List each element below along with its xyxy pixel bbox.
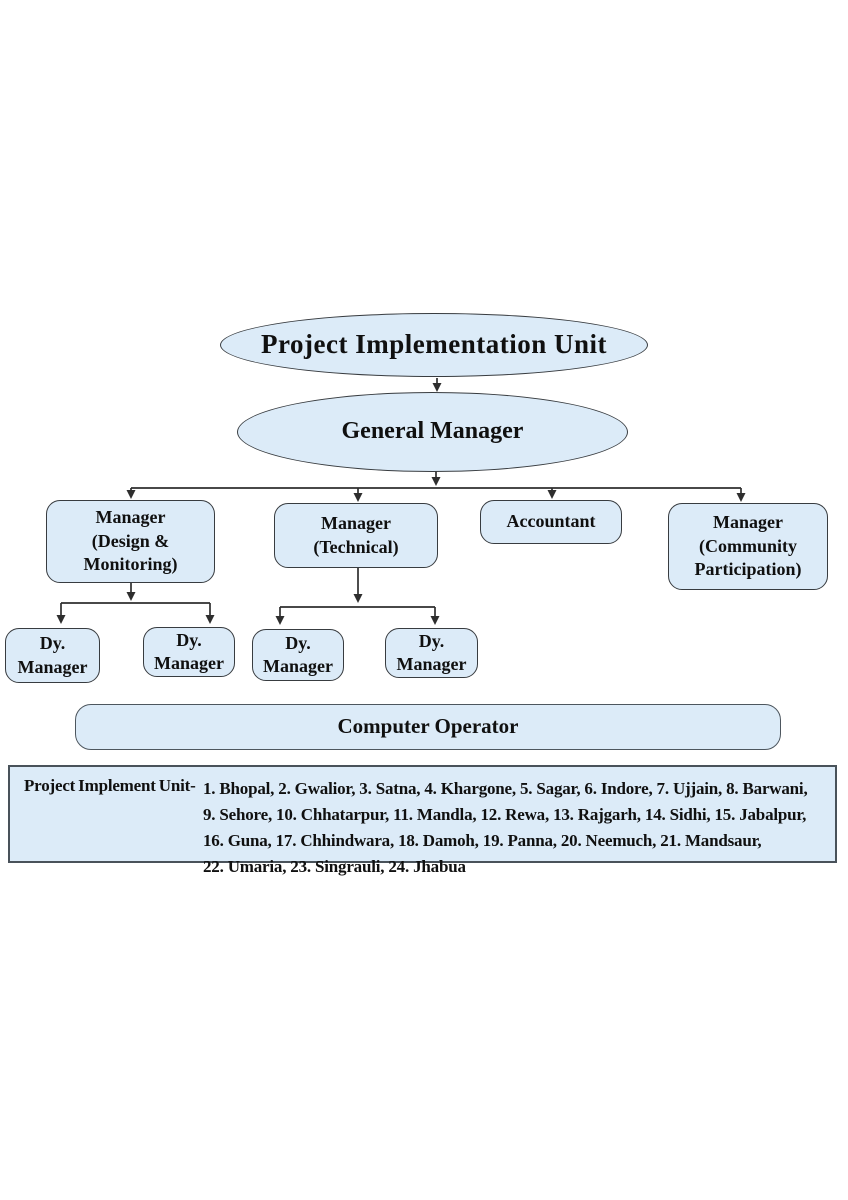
district-list-line: 9. Sehore, 10. Chhatarpur, 11. Mandla, 1…	[203, 805, 807, 824]
node-project-implementation-unit: Project Implementation Unit	[220, 313, 648, 377]
node-dy-manager-3: Dy. Manager	[252, 629, 344, 681]
node-computer-operator: Computer Operator	[75, 704, 781, 750]
district-list-panel: Project Implement Unit- 1. Bhopal, 2. Gw…	[8, 765, 837, 876]
district-list-line: 22. Umaria, 23. Singrauli, 24. Jhabua	[203, 857, 466, 876]
node-general-manager: General Manager	[237, 392, 628, 472]
node-manager-community-participation: Manager (Community Participation)	[668, 503, 828, 590]
district-list-label: Project Implement Unit-	[24, 776, 196, 795]
district-list: 1. Bhopal, 2. Gwalior, 3. Satna, 4. Khar…	[203, 776, 843, 880]
node-dy-manager-2: Dy. Manager	[143, 627, 235, 677]
node-manager-technical: Manager (Technical)	[274, 503, 438, 568]
node-manager-design-monitoring: Manager (Design & Monitoring)	[46, 500, 215, 583]
district-list-line: 1. Bhopal, 2. Gwalior, 3. Satna, 4. Khar…	[203, 779, 808, 798]
node-dy-manager-1: Dy. Manager	[5, 628, 100, 683]
node-dy-manager-4: Dy. Manager	[385, 628, 478, 678]
district-list-line: 16. Guna, 17. Chhindwara, 18. Damoh, 19.…	[203, 831, 762, 850]
node-accountant: Accountant	[480, 500, 622, 544]
